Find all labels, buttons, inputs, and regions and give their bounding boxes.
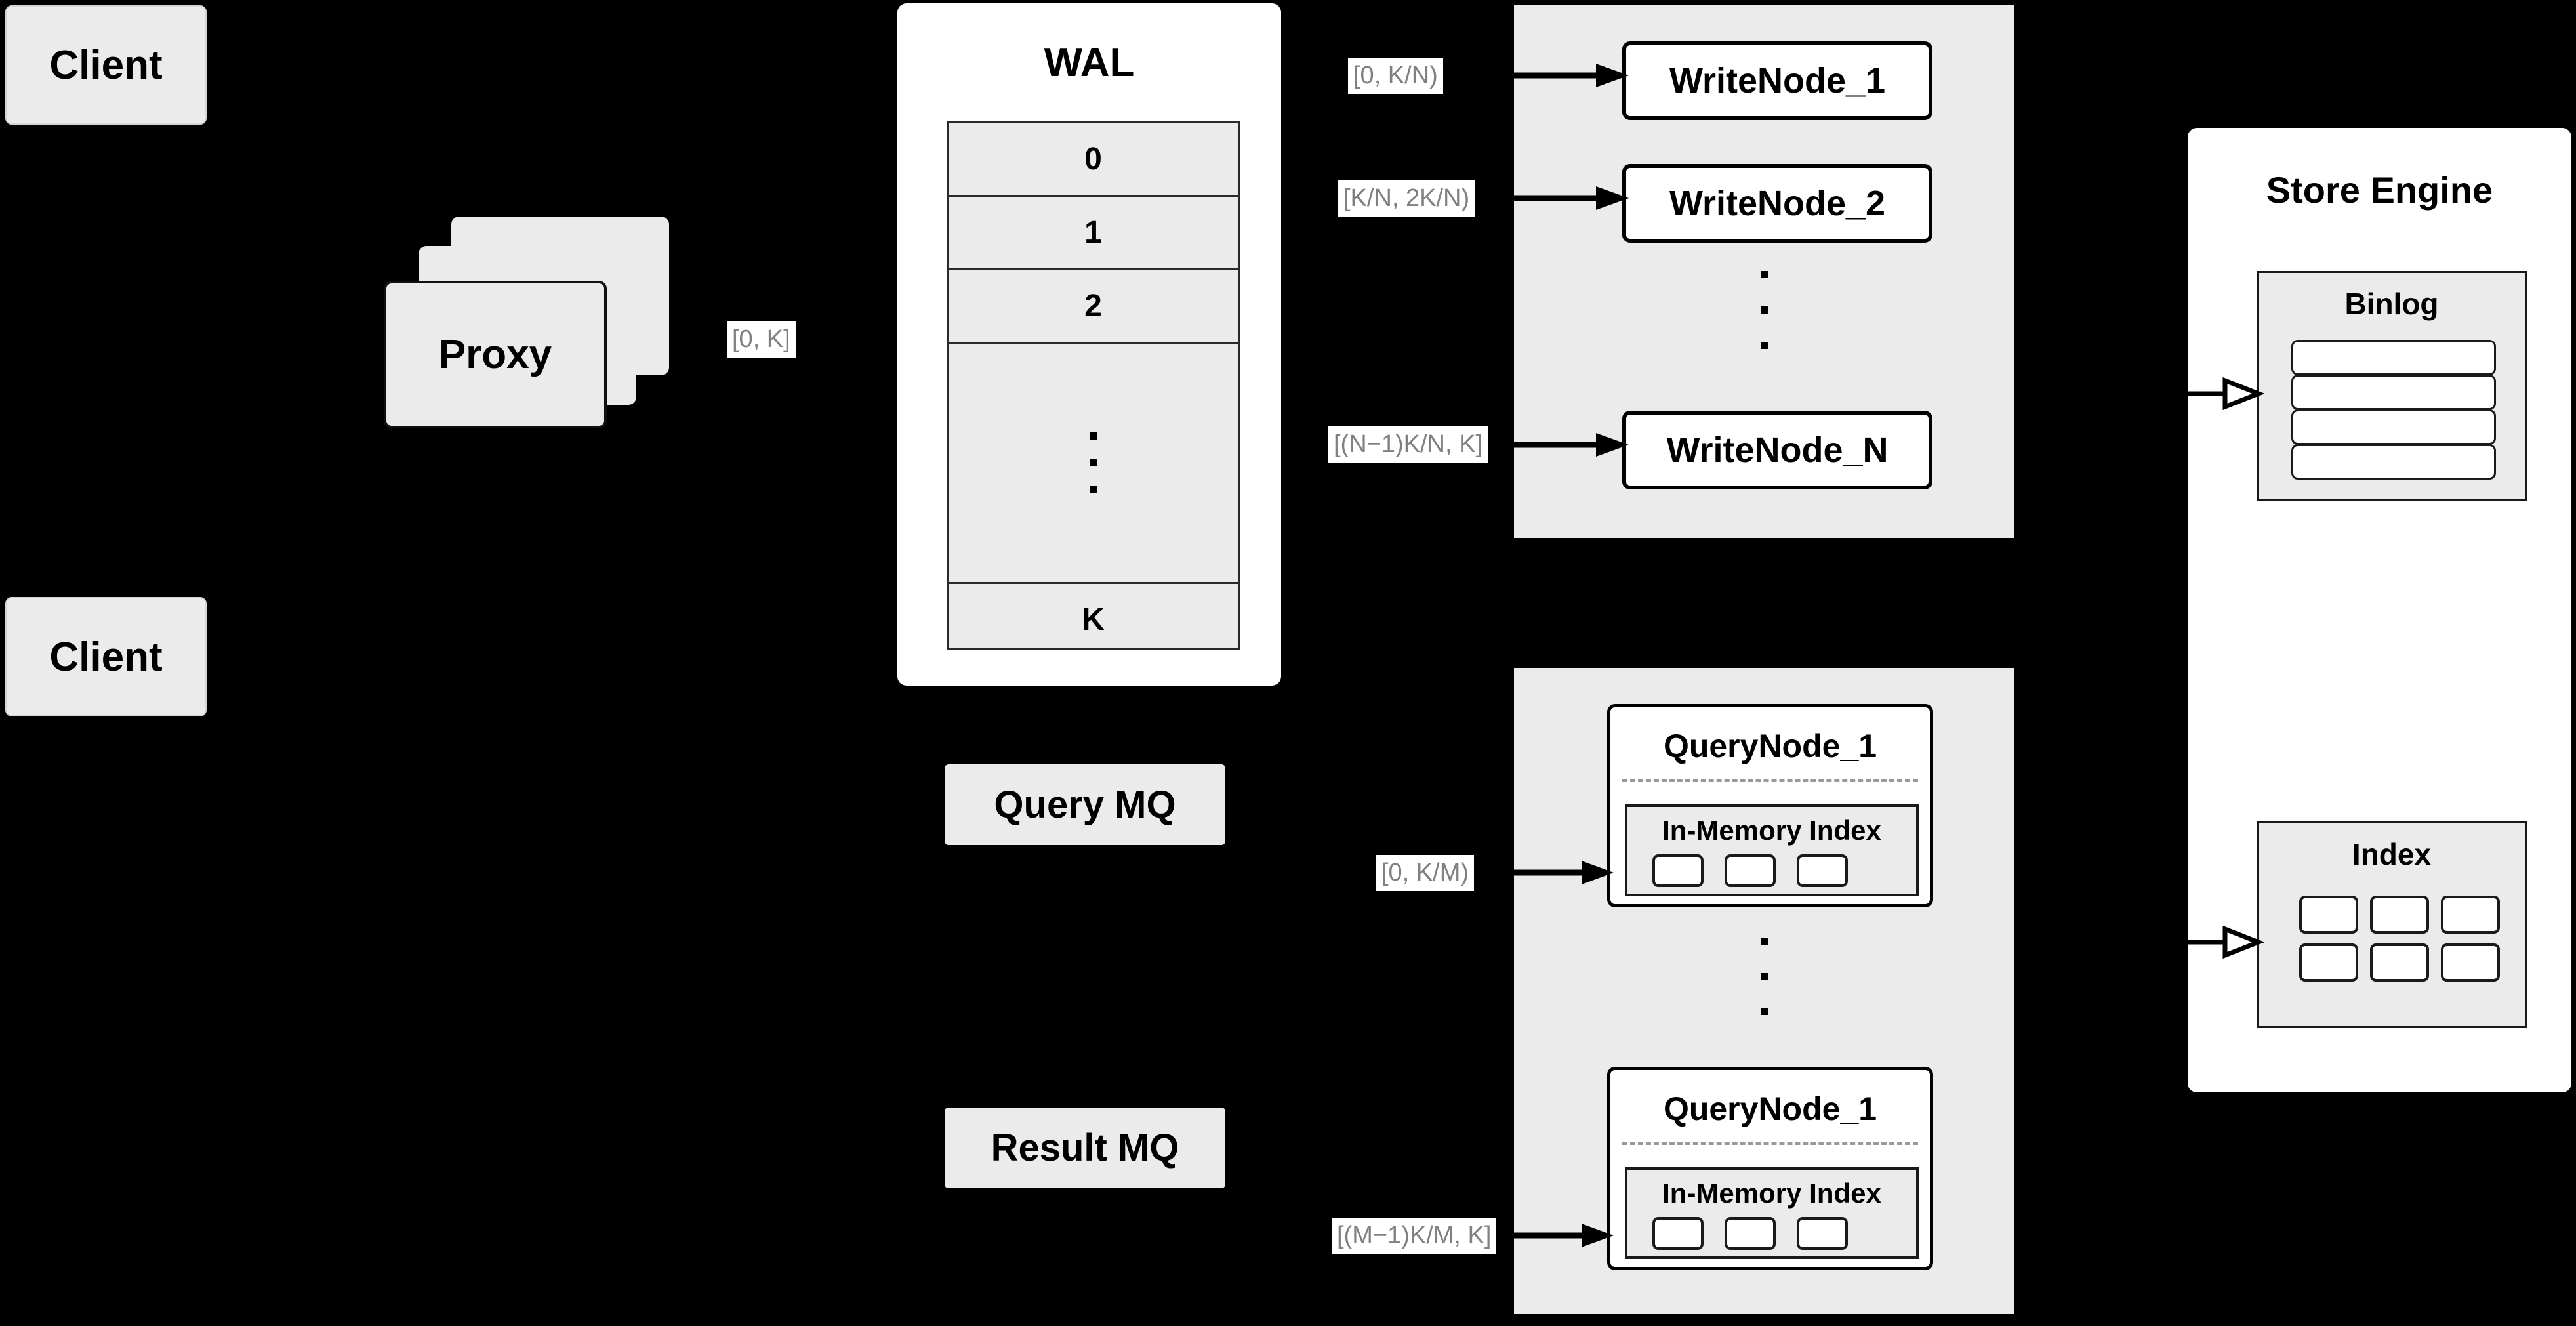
query-node-1-divider	[1622, 779, 1918, 782]
binlog-title: Binlog	[2344, 287, 2439, 321]
store-index-cell	[2441, 896, 2500, 934]
write-node-2[interactable]: WriteNode_2	[1622, 164, 1932, 243]
query-node-2-title: QueryNode_1	[1663, 1090, 1877, 1127]
store-index-cell	[2370, 943, 2429, 982]
arrow-to-query-node-1	[1514, 861, 1614, 884]
edge-label-proxy-to-wal: [0, K]	[727, 321, 796, 358]
edge-label-write-node-1: [0, K/N)	[1348, 58, 1443, 94]
wal-panel: WAL 0 1 2 K	[897, 3, 1281, 686]
binlog-row	[2291, 444, 2496, 480]
index-cell	[1797, 854, 1848, 887]
index-cell	[1652, 1217, 1704, 1250]
vertical-dot-icon	[1760, 342, 1768, 349]
store-index-cell	[2299, 943, 2358, 982]
query-mq-box[interactable]: Query MQ	[945, 764, 1225, 845]
write-node-cluster: WriteNode_1 WriteNode_2 WriteNode_N	[1514, 5, 2014, 538]
query-node-1-index-title: In-Memory Index	[1662, 815, 1881, 846]
wal-row-0: 0	[949, 123, 1238, 197]
store-engine-title: Store Engine	[2266, 169, 2493, 211]
query-node-cluster: QueryNode_1 In-Memory Index QueryNode_1 …	[1514, 668, 2014, 1314]
result-mq-label: Result MQ	[991, 1127, 1179, 1169]
arrow-to-write-node-2	[1514, 186, 1629, 210]
index-title: Index	[2352, 837, 2432, 871]
write-node-2-label: WriteNode_2	[1669, 184, 1886, 223]
wal-title: WAL	[1044, 40, 1135, 85]
query-node-2[interactable]: QueryNode_1 In-Memory Index	[1607, 1067, 1933, 1270]
vertical-dot-icon	[1760, 973, 1768, 980]
wal-row-1: 1	[949, 197, 1238, 270]
index-cell	[1725, 854, 1776, 887]
write-node-1[interactable]: WriteNode_1	[1622, 41, 1932, 120]
binlog-row	[2291, 375, 2496, 410]
query-mq-label: Query MQ	[994, 783, 1176, 826]
vertical-dot-icon	[1760, 271, 1768, 278]
store-index-cell	[2299, 896, 2358, 934]
result-mq-box[interactable]: Result MQ	[945, 1108, 1225, 1188]
arrow-to-write-node-1	[1514, 64, 1629, 87]
edge-label-write-node-n: [(N−1)K/N, K]	[1328, 426, 1488, 463]
query-node-2-divider	[1622, 1142, 1918, 1145]
vertical-dot-icon	[1090, 459, 1097, 466]
write-cluster-ellipsis	[1514, 271, 2014, 349]
vertical-dot-icon	[1090, 486, 1097, 493]
query-node-1-in-memory-index: In-Memory Index	[1625, 804, 1919, 896]
store-index-cell	[2441, 943, 2500, 982]
arrow-to-write-node-n	[1514, 433, 1629, 457]
write-node-n-label: WriteNode_N	[1666, 430, 1889, 470]
store-engine-panel: Store Engine Binlog Index	[2188, 128, 2571, 1092]
binlog-row	[2291, 409, 2496, 445]
binlog-row	[2291, 340, 2496, 375]
wal-table: 0 1 2 K	[947, 121, 1240, 650]
edge-label-query-node-m: [(M−1)K/M, K]	[1332, 1218, 1497, 1254]
vertical-dot-icon	[1760, 306, 1768, 314]
wal-row-k: K	[1082, 602, 1105, 637]
proxy-front-card[interactable]: Proxy	[384, 281, 607, 428]
query-cluster-ellipsis	[1514, 938, 2014, 1015]
client-box-1[interactable]: Client	[5, 5, 207, 125]
write-node-n[interactable]: WriteNode_N	[1622, 411, 1932, 489]
client-label-1: Client	[49, 42, 163, 88]
wal-row-2: 2	[949, 270, 1238, 344]
query-node-1[interactable]: QueryNode_1 In-Memory Index	[1607, 704, 1933, 907]
arrow-to-binlog	[2188, 377, 2265, 411]
query-node-2-in-memory-index: In-Memory Index	[1625, 1167, 1919, 1259]
edge-label-write-node-2: [K/N, 2K/N)	[1338, 180, 1475, 217]
query-node-2-index-title: In-Memory Index	[1662, 1178, 1881, 1209]
client-label-2: Client	[49, 634, 163, 680]
vertical-dot-icon	[1760, 938, 1768, 945]
write-node-1-label: WriteNode_1	[1669, 61, 1886, 100]
binlog-section: Binlog	[2257, 271, 2527, 501]
index-section: Index	[2257, 821, 2527, 1028]
edge-label-query-node-1: [0, K/M)	[1376, 855, 1475, 891]
vertical-dot-icon	[1090, 432, 1097, 440]
index-cell	[1652, 854, 1704, 887]
store-index-cell	[2370, 896, 2429, 934]
arrow-to-index	[2188, 925, 2265, 959]
wal-row-ellipsis	[949, 344, 1238, 584]
arrow-to-query-node-2	[1514, 1224, 1614, 1247]
index-cell	[1797, 1217, 1848, 1250]
vertical-dot-icon	[1760, 1008, 1768, 1015]
query-node-1-title: QueryNode_1	[1663, 728, 1877, 764]
client-box-2[interactable]: Client	[5, 597, 207, 716]
proxy-label: Proxy	[438, 332, 552, 377]
index-cell	[1725, 1217, 1776, 1250]
